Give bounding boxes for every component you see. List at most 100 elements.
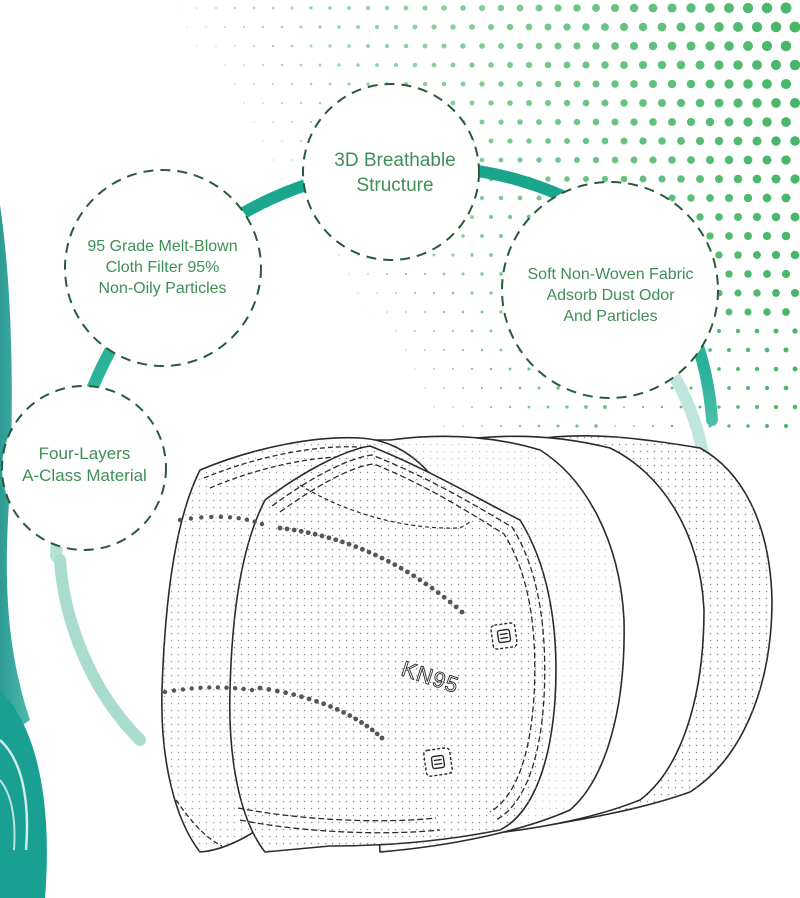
loop-dot <box>218 514 224 519</box>
halftone-dot <box>745 385 751 391</box>
halftone-dot <box>384 43 390 49</box>
halftone-dot <box>745 347 751 353</box>
loop-dot <box>341 710 346 715</box>
halftone-dot <box>318 63 322 67</box>
halftone-dot <box>544 23 552 31</box>
halftone-dot <box>516 42 524 50</box>
halftone-dot <box>405 311 407 313</box>
halftone-dot <box>424 387 426 389</box>
halftone-dot <box>451 253 455 257</box>
halftone-dot <box>592 42 600 50</box>
feature-label-meltblown: 95 Grade Melt-Blown Cloth Filter 95% Non… <box>55 236 270 299</box>
halftone-dot <box>670 386 674 390</box>
halftone-dot <box>782 308 790 316</box>
halftone-dot <box>545 176 551 182</box>
halftone-dot <box>196 7 198 9</box>
halftone-dot <box>686 41 696 51</box>
halftone-dot <box>535 4 543 12</box>
halftone-dot <box>601 175 609 183</box>
halftone-dot <box>789 97 800 109</box>
halftone-dot <box>725 232 733 240</box>
halftone-dot <box>443 425 445 427</box>
halftone-dot <box>752 212 762 222</box>
halftone-dot <box>480 234 484 238</box>
loop-dot <box>284 526 290 532</box>
halftone-dot <box>734 213 742 221</box>
halftone-dot <box>412 24 418 30</box>
halftone-dot <box>480 348 484 352</box>
halftone-dot <box>592 4 600 12</box>
loop-dot <box>162 689 168 695</box>
halftone-dot <box>393 24 399 30</box>
halftone-dot <box>395 292 397 294</box>
halftone-dot <box>527 405 531 409</box>
halftone-dot <box>177 7 179 9</box>
halftone-dot <box>375 63 379 67</box>
halftone-dot <box>563 23 571 31</box>
halftone-dot <box>705 3 715 13</box>
halftone-dot <box>243 64 245 66</box>
halftone-dot <box>462 425 464 427</box>
loop-dot <box>429 585 435 591</box>
halftone-dot <box>573 80 581 88</box>
halftone-dot <box>753 289 761 297</box>
halftone-dot <box>620 99 628 107</box>
halftone-dot <box>668 156 676 164</box>
halftone-dot <box>499 386 503 390</box>
halftone-dot <box>752 98 762 108</box>
halftone-dot <box>498 119 504 125</box>
halftone-dot <box>554 80 562 88</box>
halftone-dot <box>507 62 513 68</box>
halftone-dot <box>431 24 437 30</box>
halftone-dot <box>630 156 638 164</box>
halftone-dot <box>347 82 351 86</box>
halftone-dot <box>452 368 454 370</box>
halftone-dot <box>761 40 773 52</box>
halftone-dot <box>404 272 408 276</box>
halftone-dot <box>638 22 648 32</box>
halftone-dot <box>792 328 798 334</box>
halftone-dot <box>357 292 359 294</box>
halftone-dot <box>772 289 780 297</box>
halftone-dot <box>649 156 657 164</box>
loop-dot <box>236 516 241 521</box>
halftone-dot <box>763 270 771 278</box>
loop-dot <box>364 723 370 729</box>
halftone-dot <box>441 5 447 11</box>
loop-dot <box>328 704 333 709</box>
loop-dot <box>198 685 203 690</box>
halftone-dot <box>489 405 493 409</box>
halftone-dot <box>348 273 350 275</box>
halftone-dot <box>508 367 512 371</box>
halftone-dot <box>676 22 686 32</box>
halftone-dot <box>537 386 541 390</box>
halftone-dot <box>537 424 541 428</box>
halftone-dot <box>536 119 542 125</box>
halftone-dot <box>356 25 360 29</box>
halftone-dot <box>554 118 562 126</box>
halftone-dot <box>544 61 552 69</box>
loop-dot <box>386 558 391 564</box>
halftone-dot <box>516 4 524 12</box>
halftone-dot <box>573 156 581 164</box>
loop-dot <box>405 569 410 575</box>
halftone-dot <box>619 22 629 32</box>
loop-dot <box>459 609 465 615</box>
halftone-dot <box>725 270 733 278</box>
halftone-dot <box>601 137 609 145</box>
halftone-dot <box>507 214 513 220</box>
halftone-dot <box>783 385 789 391</box>
halftone-dot <box>290 6 294 10</box>
halftone-dot <box>461 310 465 314</box>
halftone-dot <box>271 82 275 86</box>
halftone-dot <box>507 138 513 144</box>
halftone-dot <box>611 80 619 88</box>
feature-line: Soft Non-Woven Fabric <box>527 266 694 283</box>
loop-dot <box>291 527 297 533</box>
halftone-dot <box>253 121 255 123</box>
loop-dot <box>224 685 229 690</box>
halftone-dot <box>517 157 523 163</box>
halftone-dot <box>461 348 465 352</box>
feature-line: And Particles <box>563 308 658 326</box>
loop-dot <box>373 552 378 558</box>
